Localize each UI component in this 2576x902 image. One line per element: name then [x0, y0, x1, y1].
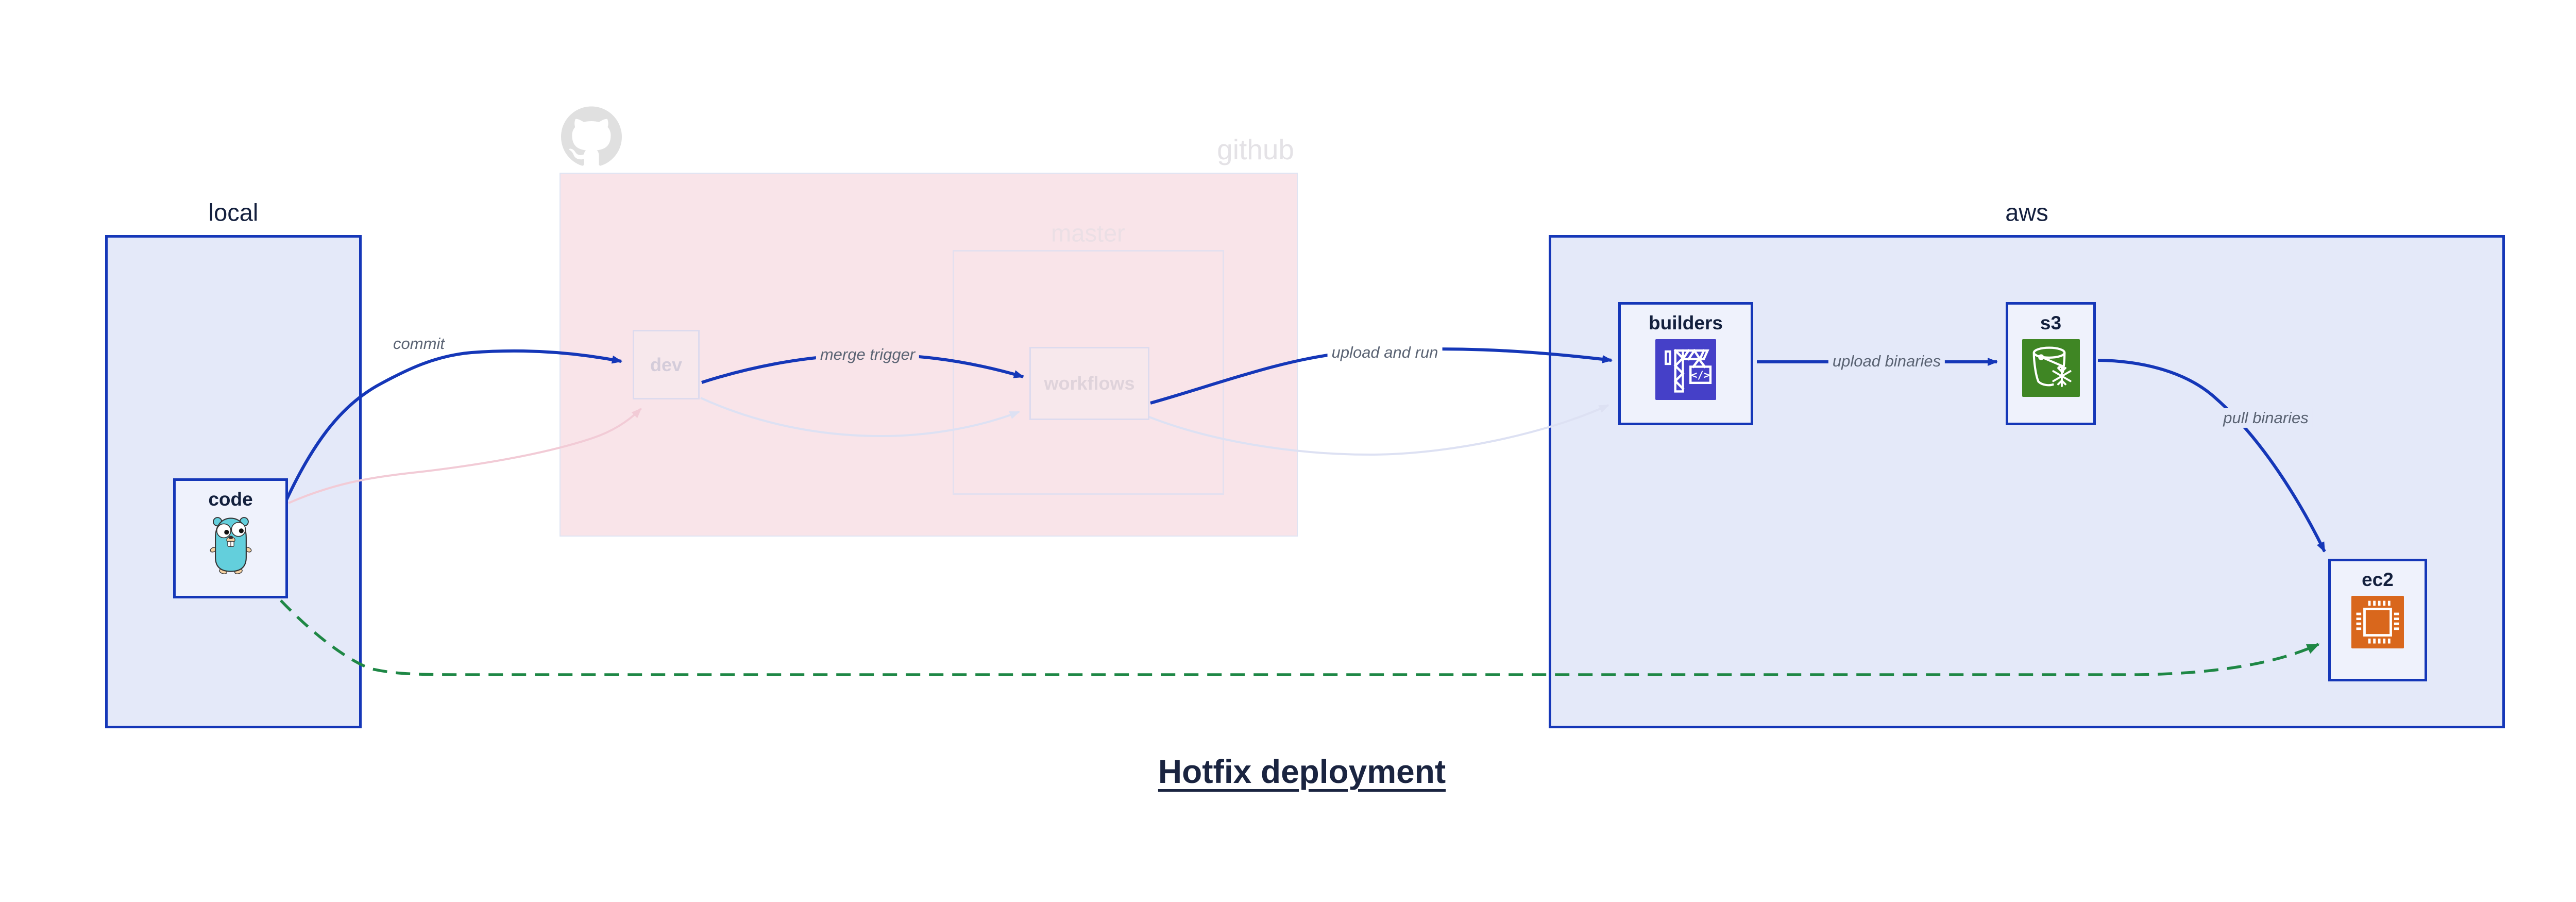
container-github-label: github [1217, 133, 1294, 165]
diagram-title: Hotfix deployment [1158, 753, 1446, 790]
edge-label-upload-binaries: upload binaries [1828, 351, 1945, 372]
github-octocat-icon [561, 106, 622, 166]
node-builders-label: builders [1649, 312, 1723, 333]
node-builders: builders </> [1618, 302, 1753, 425]
node-workflows-label: workflows [1044, 373, 1135, 394]
node-dev-label: dev [650, 354, 683, 375]
edge-label-upload-and-run: upload and run [1327, 342, 1443, 363]
node-s3: s3 [2006, 302, 2096, 425]
edge-label-pull-binaries: pull binaries [2219, 408, 2313, 428]
container-master-label: master [1051, 219, 1125, 247]
aws-s3-glacier-icon [2022, 339, 2080, 397]
go-gopher-icon [210, 516, 251, 574]
container-local-label: local [208, 198, 259, 226]
aws-codebuild-icon: </> [1655, 339, 1716, 400]
node-workflows: workflows [1029, 347, 1149, 420]
node-ec2-label: ec2 [2362, 569, 2394, 590]
svg-text:</>: </> [1691, 369, 1710, 381]
node-s3-label: s3 [2040, 312, 2062, 333]
node-code: code [173, 478, 288, 598]
node-code-label: code [208, 489, 253, 510]
container-aws-label: aws [2005, 198, 2048, 226]
aws-ec2-icon [2351, 595, 2404, 648]
edge-label-merge-trigger: merge trigger [816, 344, 920, 365]
node-ec2: ec2 [2328, 559, 2427, 681]
edge-label-commit: commit [389, 333, 449, 354]
node-dev: dev [633, 330, 700, 399]
